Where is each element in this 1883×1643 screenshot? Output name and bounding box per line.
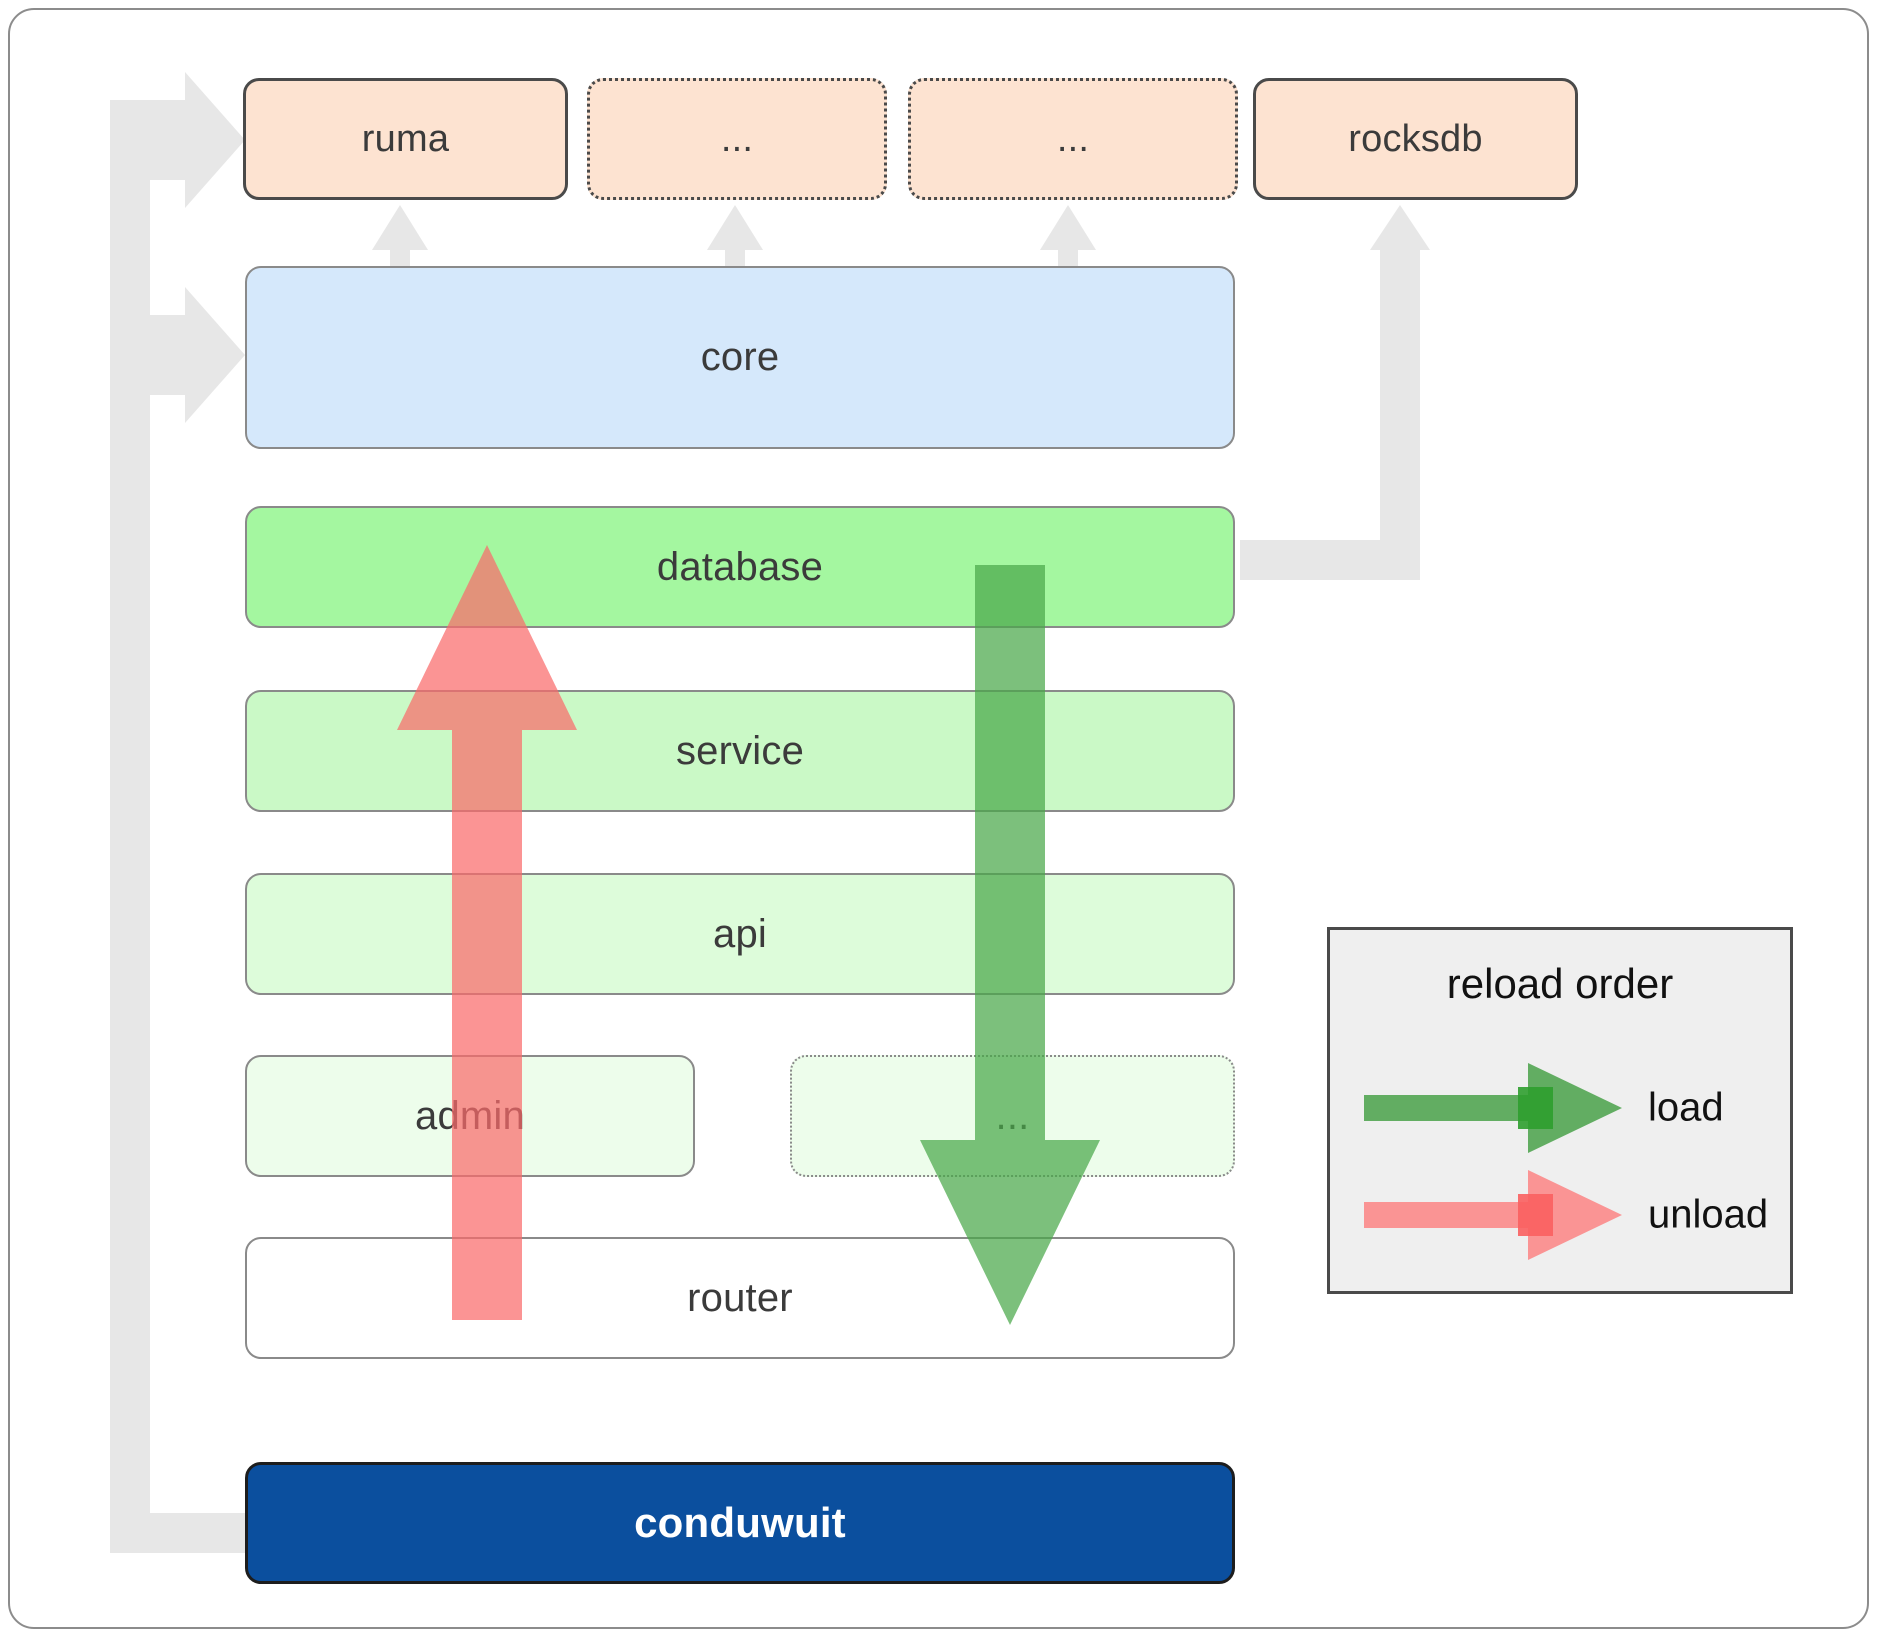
layer-box-service[interactable]: service [245, 690, 1235, 812]
layer-label-router: router [687, 1275, 793, 1320]
layer-label-admin: admin [415, 1093, 525, 1138]
layer-box-admin[interactable]: admin [245, 1055, 695, 1177]
core-box[interactable]: core [245, 266, 1235, 449]
layer-label-api: api [713, 911, 767, 956]
dependency-box-ruma[interactable]: ruma [243, 78, 568, 200]
layer-label-database: database [656, 544, 824, 589]
legend-label-unload: unload [1648, 1192, 1769, 1237]
load-arrow-icon [1364, 1063, 1622, 1153]
dependency-label-ruma: ruma [361, 117, 450, 160]
dependency-box-placeholder-1[interactable]: ... [587, 78, 887, 200]
root-label-conduwuit: conduwuit [634, 1499, 846, 1546]
dependency-box-placeholder-2[interactable]: ... [908, 78, 1238, 200]
layer-box-more[interactable]: ... [790, 1055, 1235, 1177]
layer-box-database[interactable]: database [245, 506, 1235, 628]
legend-panel: reload order load unload [1327, 927, 1793, 1294]
root-box-conduwuit[interactable]: conduwuit [245, 1462, 1235, 1584]
layer-box-router[interactable]: router [245, 1237, 1235, 1359]
dependency-label-rocksdb: rocksdb [1348, 117, 1483, 160]
legend-row-load: load [1330, 1063, 1790, 1153]
legend-row-unload: unload [1330, 1170, 1790, 1260]
dependency-label-placeholder-2: ... [1056, 117, 1090, 160]
layer-label-more: ... [995, 1093, 1030, 1138]
dependency-box-rocksdb[interactable]: rocksdb [1253, 78, 1578, 200]
legend-label-load: load [1648, 1085, 1724, 1130]
unload-arrow-icon [1364, 1170, 1622, 1260]
diagram-frame [8, 8, 1869, 1629]
core-label: core [700, 335, 780, 379]
layer-label-service: service [675, 728, 805, 773]
dependency-label-placeholder-1: ... [720, 117, 754, 160]
legend-title: reload order [1446, 960, 1674, 1007]
layer-box-api[interactable]: api [245, 873, 1235, 995]
